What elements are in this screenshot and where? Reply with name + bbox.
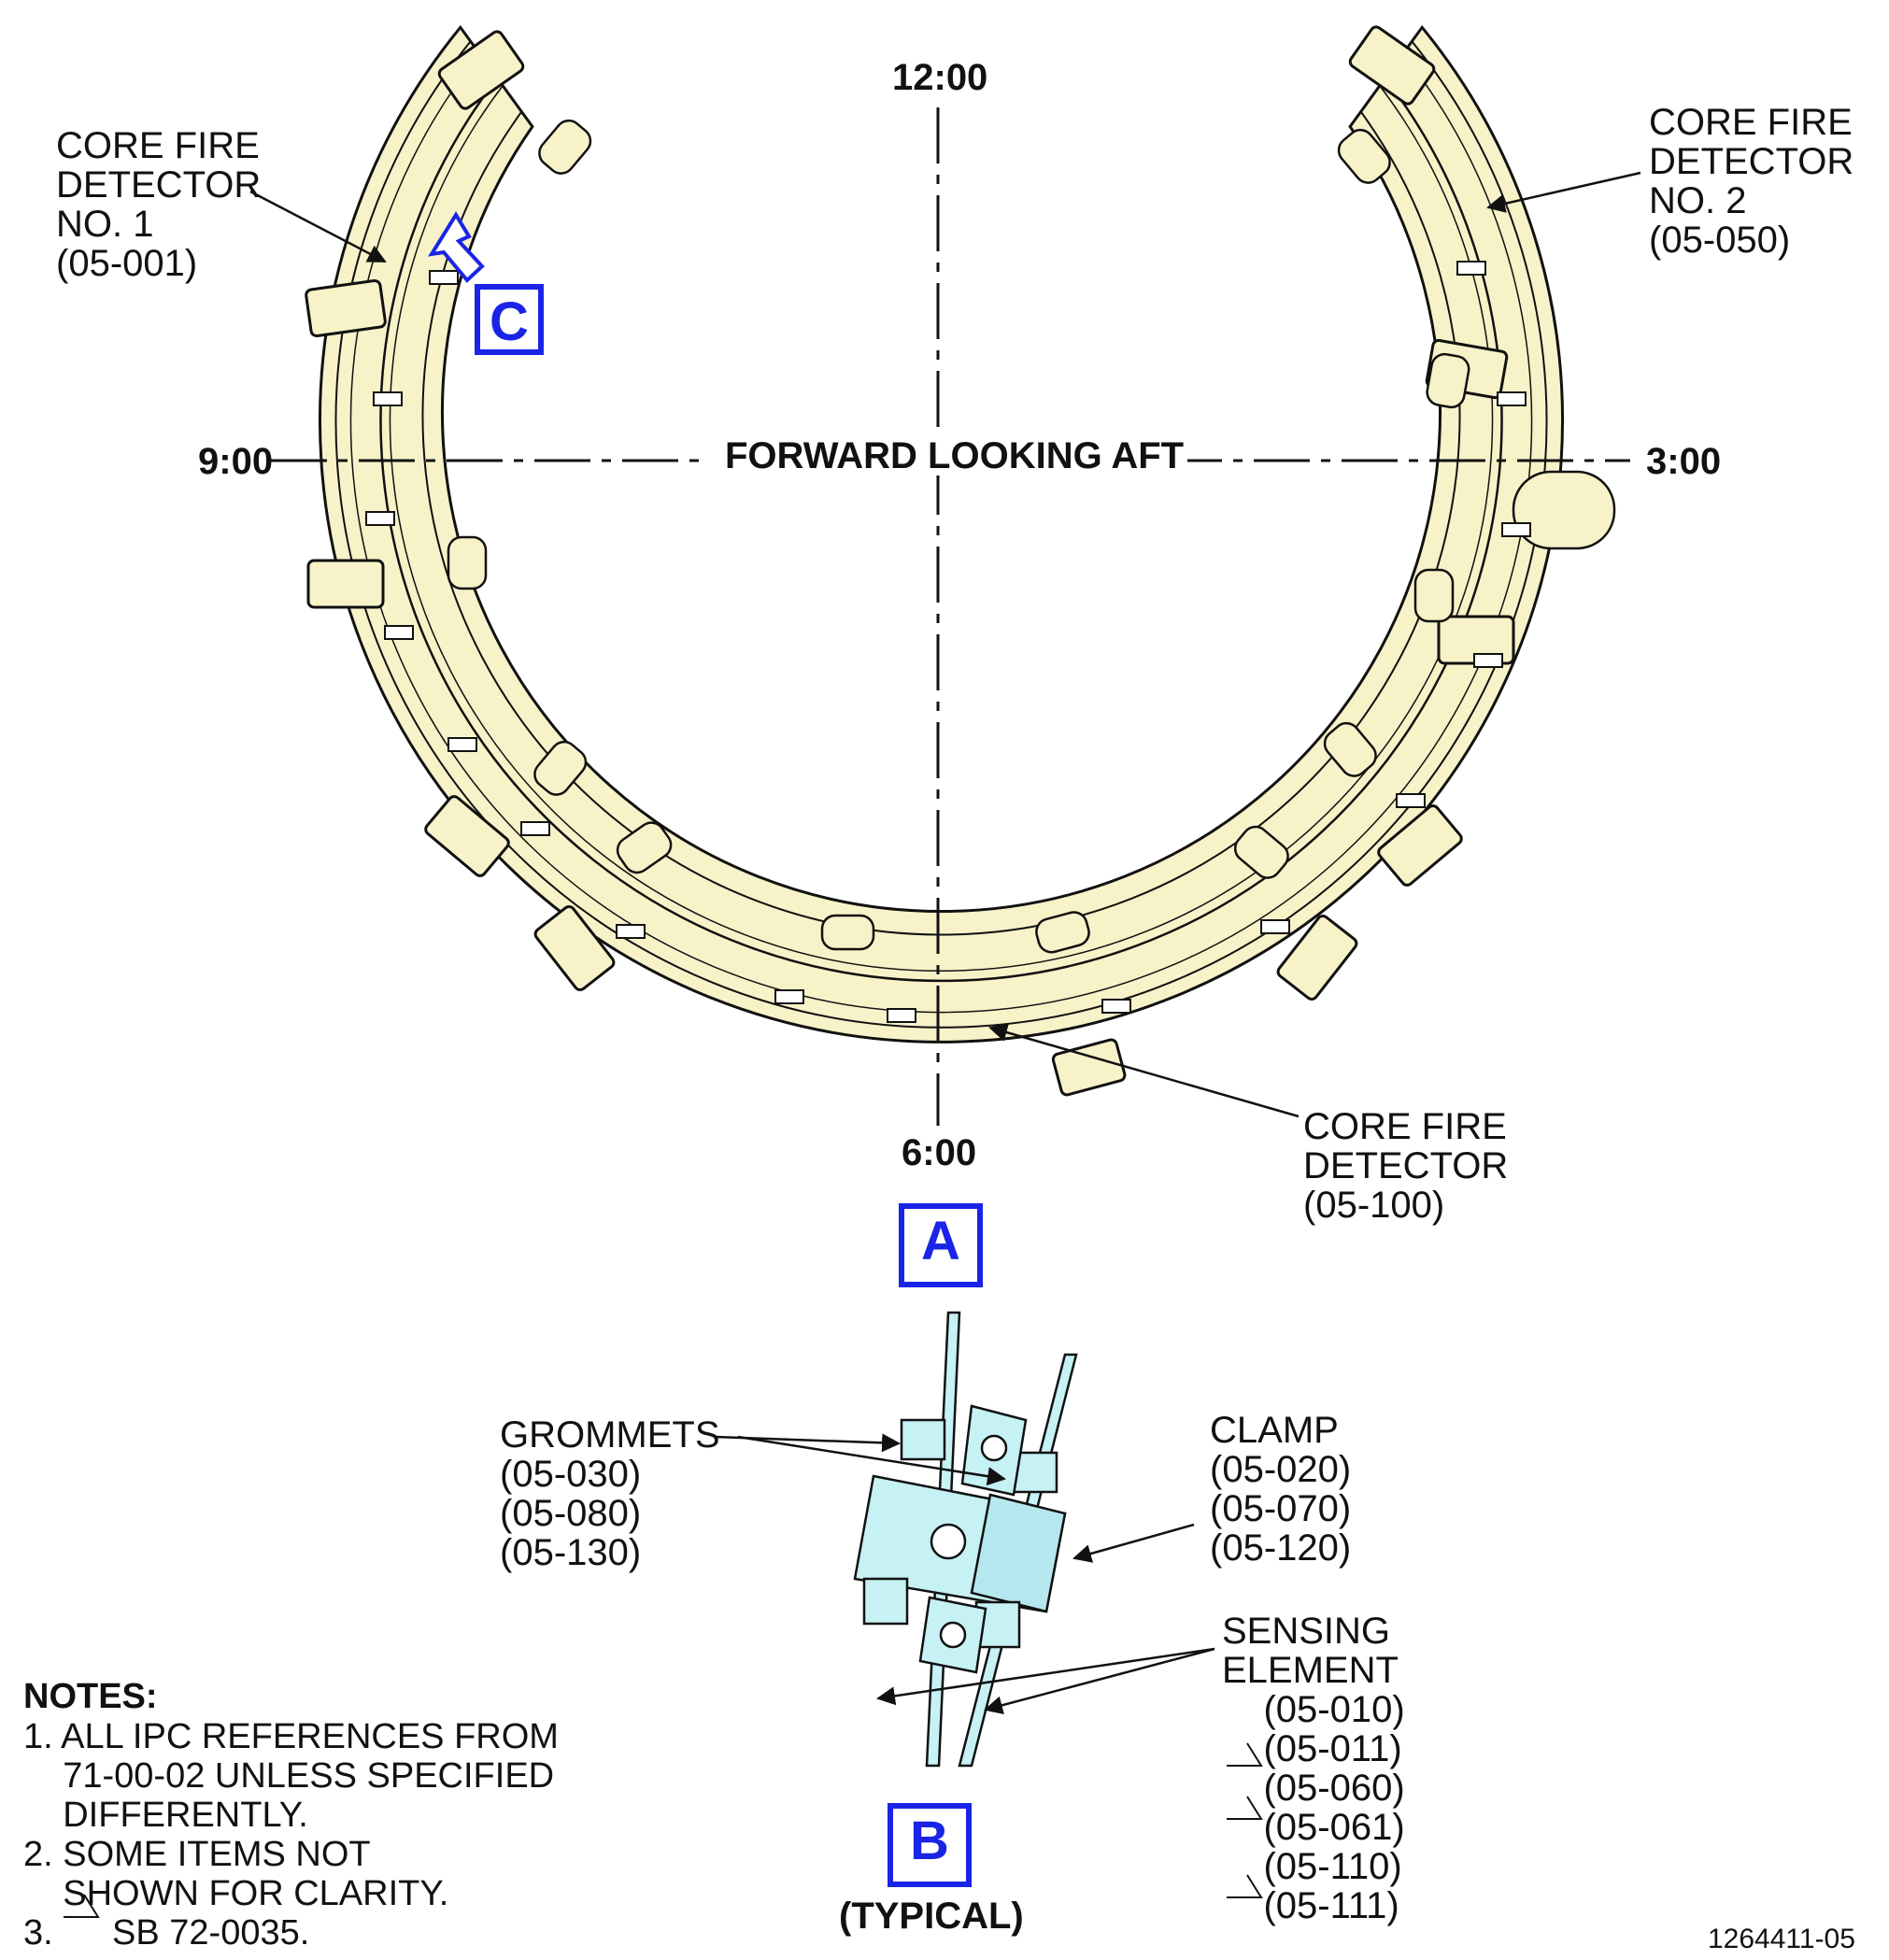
clock-3-label: 3:00 — [1646, 441, 1722, 482]
view-c-box: C — [475, 284, 544, 355]
clock-6-label: 6:00 — [902, 1132, 977, 1173]
clock-9-label: 9:00 — [198, 441, 274, 482]
callout-core-fire-detector-1: CORE FIRE DETECTOR NO. 1 (05-001) — [56, 125, 262, 284]
callout-sensing-element: SENSING ELEMENT (05-010) (05-011) (05-06… — [1222, 1611, 1405, 1926]
view-c-arrow — [428, 211, 485, 283]
sb-flag-icons — [64, 1742, 1263, 1918]
view-title: FORWARD LOOKING AFT — [721, 436, 1188, 476]
view-b-box: B — [888, 1803, 972, 1887]
ring-clamps — [447, 119, 1616, 954]
notes-body: 1. ALL IPC REFERENCES FROM 71-00-02 UNLE… — [23, 1717, 559, 1953]
clock-12-label: 12:00 — [892, 57, 988, 98]
callout-core-fire-detector-2: CORE FIRE DETECTOR NO. 2 (05-050) — [1649, 102, 1854, 261]
detail-b-drawing — [853, 1311, 1078, 1768]
notes-heading: NOTES: — [23, 1677, 158, 1716]
figure-number: 1264411-05 — [1708, 1924, 1855, 1954]
detail-b-caption: (TYPICAL) — [839, 1896, 1024, 1937]
tube-brackets — [365, 261, 1531, 1023]
mounting-pads — [305, 25, 1515, 1097]
centerlines — [271, 107, 1630, 1126]
view-a-box: A — [899, 1203, 983, 1287]
callout-clamp: CLAMP (05-020) (05-070) (05-120) — [1210, 1410, 1352, 1569]
leader-lines — [249, 171, 1641, 1118]
callout-grommets: GROMMETS (05-030) (05-080) (05-130) — [500, 1414, 720, 1573]
callout-core-fire-detector: CORE FIRE DETECTOR (05-100) — [1303, 1106, 1509, 1226]
detail-b-leaders — [714, 1433, 1215, 1715]
